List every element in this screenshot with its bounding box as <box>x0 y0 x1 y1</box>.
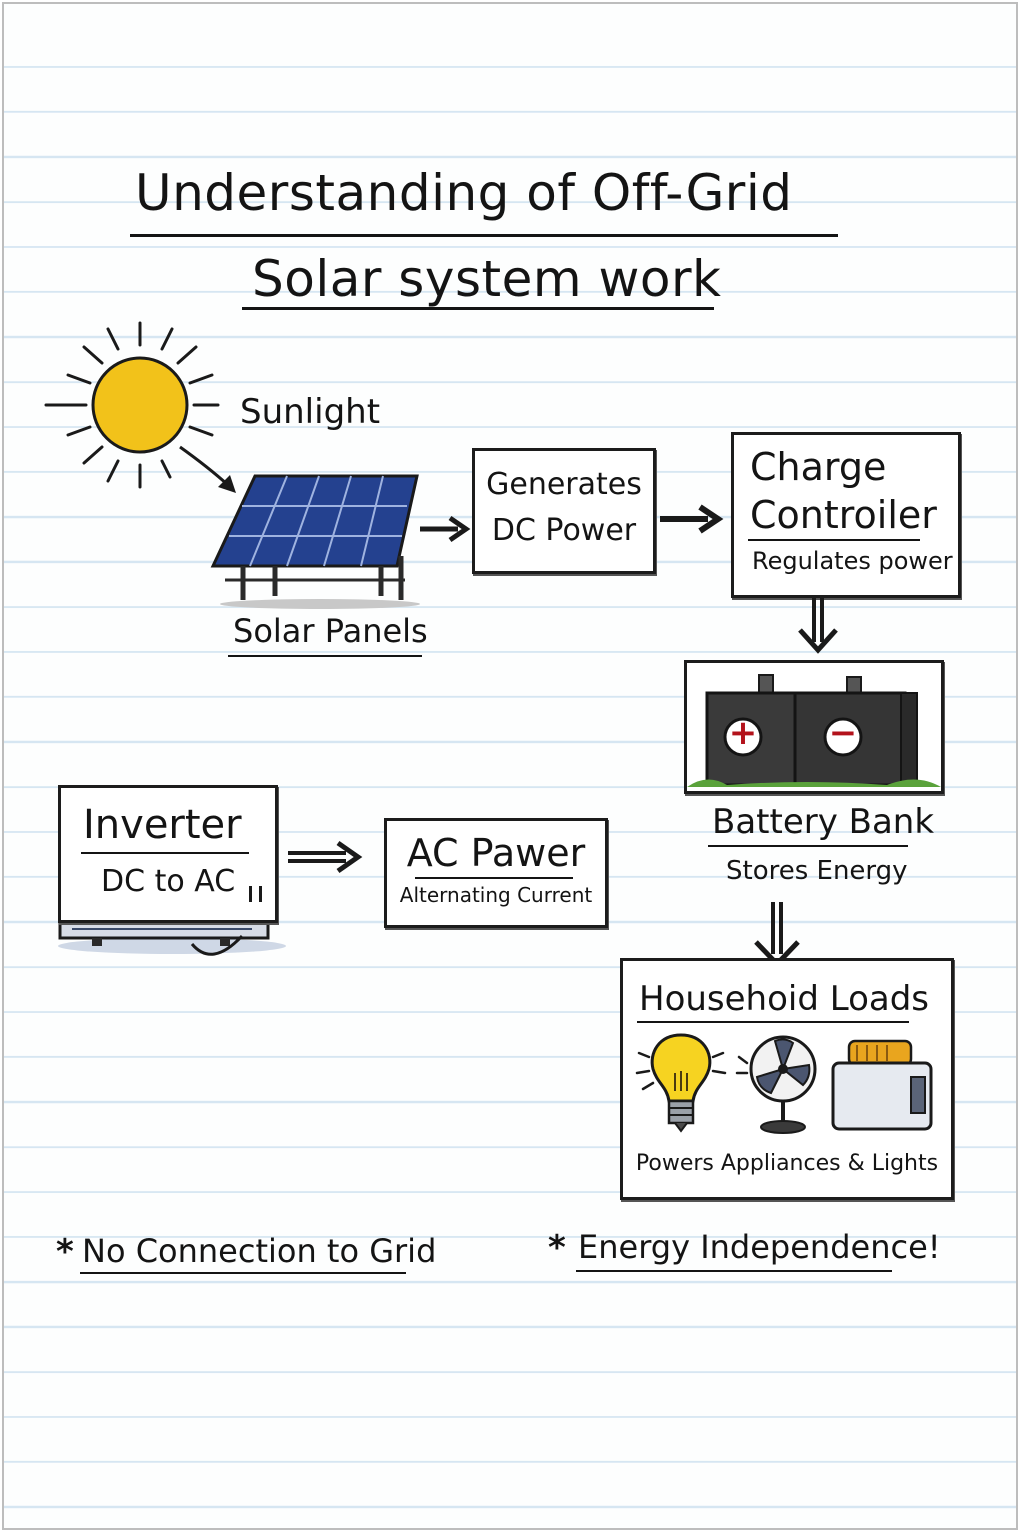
inverter-box: Inverter DC to AC <box>58 785 278 923</box>
note-1-bullet: * <box>56 1232 74 1272</box>
charge-controller-line-2: Controiler <box>750 493 937 537</box>
ac-power-label: AC Pawer <box>406 831 586 875</box>
arrow-panels-to-generates <box>420 515 471 543</box>
fan-icon <box>735 1035 817 1134</box>
page-title-line-2: Solar system work <box>252 250 722 308</box>
household-loads-label: Househoid Loads <box>639 979 930 1019</box>
note-1-underline <box>80 1272 406 1274</box>
battery-bank-sub: Stores Energy <box>726 856 908 886</box>
household-loads-box: Househoid Loads <box>620 958 954 1200</box>
note-2-bullet: * <box>548 1228 566 1268</box>
solar-panels-label: Solar Panels <box>233 612 428 650</box>
inverter-terminal-2 <box>259 886 262 902</box>
generates-line-2: DC Power <box>491 513 637 548</box>
household-loads-underline <box>637 1021 909 1023</box>
inverter-label: Inverter <box>83 802 242 848</box>
generates-line-1: Generates <box>486 467 642 502</box>
sunlight-label: Sunlight <box>240 392 381 432</box>
ac-power-sub: Alternating Current <box>399 883 593 907</box>
battery-bank-label: Battery Bank <box>712 802 935 842</box>
note-energy-independence: Energy Independence! <box>578 1228 941 1266</box>
ac-power-box: AC Pawer Alternating Current <box>384 818 608 928</box>
page-title-line-1: Understanding of Off-Grid <box>135 164 793 222</box>
title-underline-2 <box>242 307 714 310</box>
battery-icon <box>687 674 941 787</box>
sun-icon <box>44 321 236 493</box>
inverter-sub: DC to AC <box>101 864 236 899</box>
generates-dc-power-box: Generates DC Power <box>472 448 656 574</box>
charge-controller-box: Charge Controiler Regulates power <box>731 432 961 598</box>
inverter-underline <box>81 852 249 854</box>
household-loads-sub: Powers Appliances & Lights <box>635 1151 939 1176</box>
arrow-inverter-to-ac <box>288 840 363 874</box>
title-underline-1 <box>130 234 838 237</box>
battery-bank-underline <box>708 845 908 847</box>
inverter-terminal-1 <box>249 886 252 902</box>
solar-panel-icon <box>210 474 420 609</box>
battery-minus: − <box>828 713 858 753</box>
toaster-icon <box>831 1039 933 1131</box>
battery-bank-box: + − <box>684 660 944 794</box>
battery-plus: + <box>728 713 758 753</box>
arrow-generates-to-controller <box>660 504 724 534</box>
solar-panels-underline <box>228 655 422 657</box>
charge-controller-line-1: Charge <box>750 445 887 489</box>
light-bulb-icon <box>635 1033 727 1133</box>
arrow-controller-to-battery <box>798 598 838 654</box>
note-no-connection-to-grid: No Connection to Grid <box>82 1232 437 1270</box>
note-2-underline <box>576 1270 892 1272</box>
charge-controller-underline <box>748 539 920 541</box>
charge-controller-sub: Regulates power <box>752 547 953 575</box>
ac-power-underline <box>415 877 573 879</box>
